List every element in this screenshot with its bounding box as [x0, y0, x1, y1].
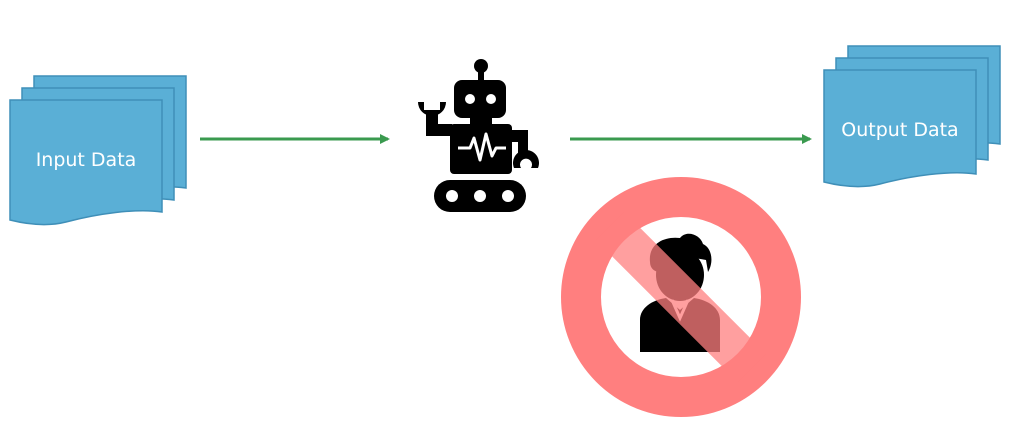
no-entry-icon	[561, 177, 801, 417]
output-data-document: Output Data	[823, 45, 1001, 188]
input-data-label: Input Data	[36, 149, 137, 171]
robot-icon	[418, 59, 539, 212]
output-data-label: Output Data	[841, 119, 958, 141]
input-data-document: Input Data	[9, 75, 187, 226]
